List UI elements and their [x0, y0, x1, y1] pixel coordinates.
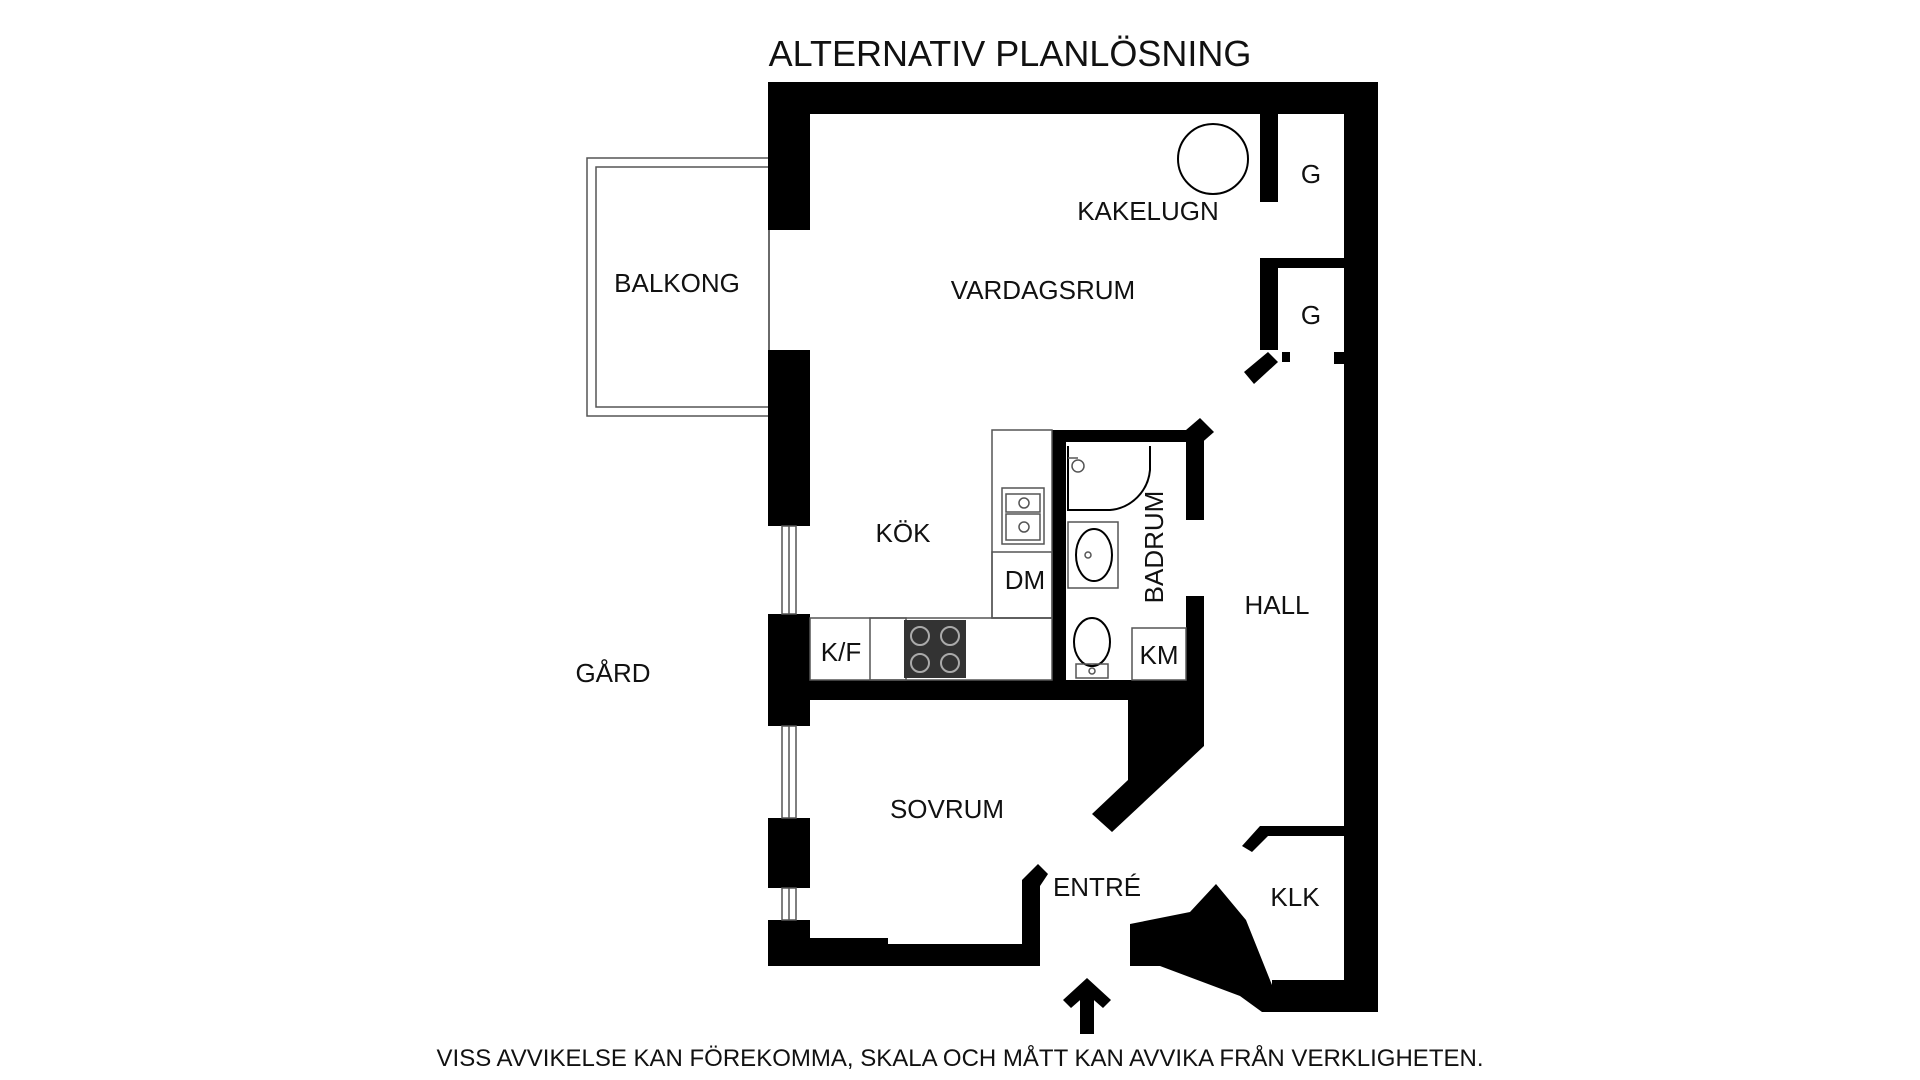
room-label-kok: KÖK [876, 518, 932, 548]
balcony [586, 157, 770, 417]
room-label-klk: KLK [1270, 882, 1320, 912]
room-label-kakelugn: KAKELUGN [1077, 196, 1219, 226]
room-label-entre: ENTRÉ [1053, 872, 1141, 902]
windows [781, 525, 797, 921]
room-label-balkong: BALKONG [614, 268, 740, 298]
washbasin-icon [1067, 521, 1119, 589]
room-label-g-mid: G [1301, 300, 1321, 330]
inner-walls [810, 418, 1344, 1012]
bathroom-fixtures [1067, 446, 1187, 681]
room-label-hall: HALL [1244, 590, 1309, 620]
kakelugn-icon [1177, 123, 1249, 195]
room-label-dm: DM [1005, 565, 1045, 595]
room-label-vardagsrum: VARDAGSRUM [951, 275, 1135, 305]
sink-icon [1001, 487, 1045, 545]
room-label-km: KM [1140, 640, 1179, 670]
room-label-kf: K/F [821, 637, 861, 667]
room-label-g-top: G [1301, 159, 1321, 189]
shower-icon [1067, 446, 1151, 511]
room-label-gard: GÅRD [575, 658, 650, 688]
plan-title: ALTERNATIV PLANLÖSNING [769, 33, 1252, 74]
entrance-arrow-icon [1063, 978, 1111, 1034]
washing-machine-icon [1131, 627, 1187, 681]
toilet-icon [1073, 617, 1111, 679]
wardrobes [1244, 114, 1364, 384]
disclaimer-note: VISS AVVIKELSE KAN FÖREKOMMA, SKALA OCH … [437, 1044, 1484, 1072]
kitchen-fixtures [809, 429, 1053, 681]
room-label-badrum: BADRUM [1139, 491, 1169, 604]
outer-walls [768, 82, 1378, 1012]
room-label-sovrum: SOVRUM [890, 794, 1004, 824]
stove-icon [904, 620, 966, 678]
